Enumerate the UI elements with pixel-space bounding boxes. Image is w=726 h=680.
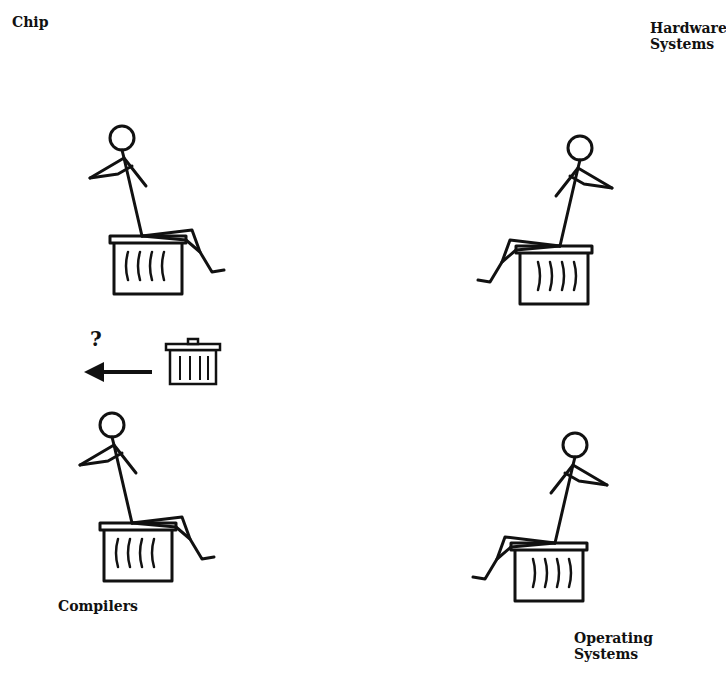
figure-label: Compilers: [58, 598, 178, 614]
stick-figure-on-bin: [80, 413, 214, 581]
figure-label: Chip: [12, 14, 92, 30]
arrow-head: [84, 362, 104, 382]
figure-label: Operating Systems: [574, 630, 674, 662]
small-bin: [166, 339, 220, 384]
stick-figure-on-bin: [473, 433, 607, 601]
figure-label: ?: [90, 328, 120, 350]
figure-label: Hardware Systems: [650, 20, 724, 52]
move-arrow: [100, 370, 152, 374]
stick-figure-on-bin: [90, 126, 224, 294]
stick-figure-on-bin: [478, 136, 612, 304]
